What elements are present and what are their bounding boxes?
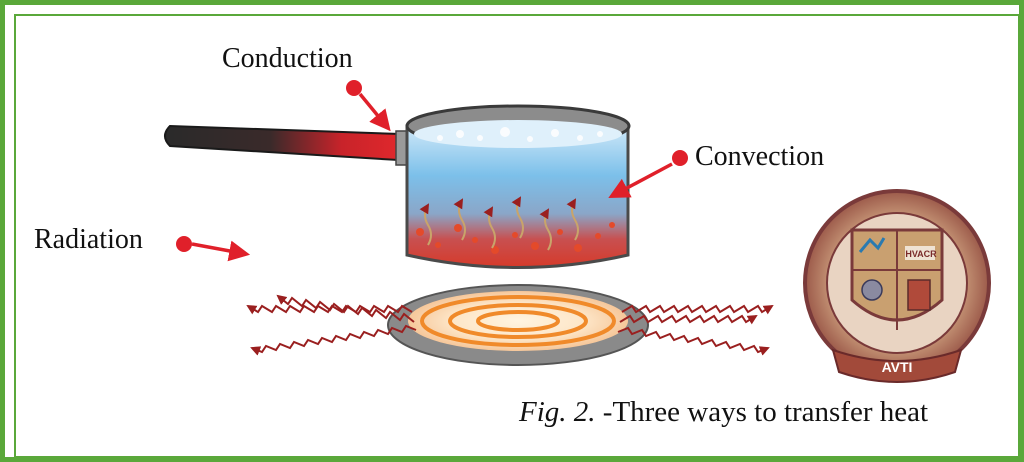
radiation-label: Radiation xyxy=(34,224,143,255)
radiation-pointer xyxy=(176,236,251,262)
figure-caption: Fig. 2. -Three ways to transfer heat xyxy=(519,396,928,429)
burner-coil xyxy=(420,295,616,347)
figure-caption-text: -Three ways to transfer heat xyxy=(595,396,929,428)
water-surface-bubbles xyxy=(437,127,603,142)
pan-handle xyxy=(164,124,411,166)
convection-label: Convection xyxy=(695,141,825,172)
conduction-label: Conduction xyxy=(222,43,353,74)
figure-number: Fig. 2. xyxy=(519,396,596,428)
heated-water-bubbles xyxy=(416,222,615,254)
logo-shield-text: HVACR xyxy=(905,249,937,259)
conduction-pointer xyxy=(346,80,391,132)
logo-banner-text: AVTI xyxy=(882,359,913,375)
avti-seal-logo: AVTI HVACR xyxy=(803,189,991,383)
diagram-frame-inner xyxy=(14,14,1020,458)
electric-burner xyxy=(387,284,649,366)
radiation-waves xyxy=(246,294,774,356)
cooking-pot xyxy=(405,104,631,269)
convection-current-arrows xyxy=(419,196,579,251)
convection-pointer xyxy=(608,150,688,198)
